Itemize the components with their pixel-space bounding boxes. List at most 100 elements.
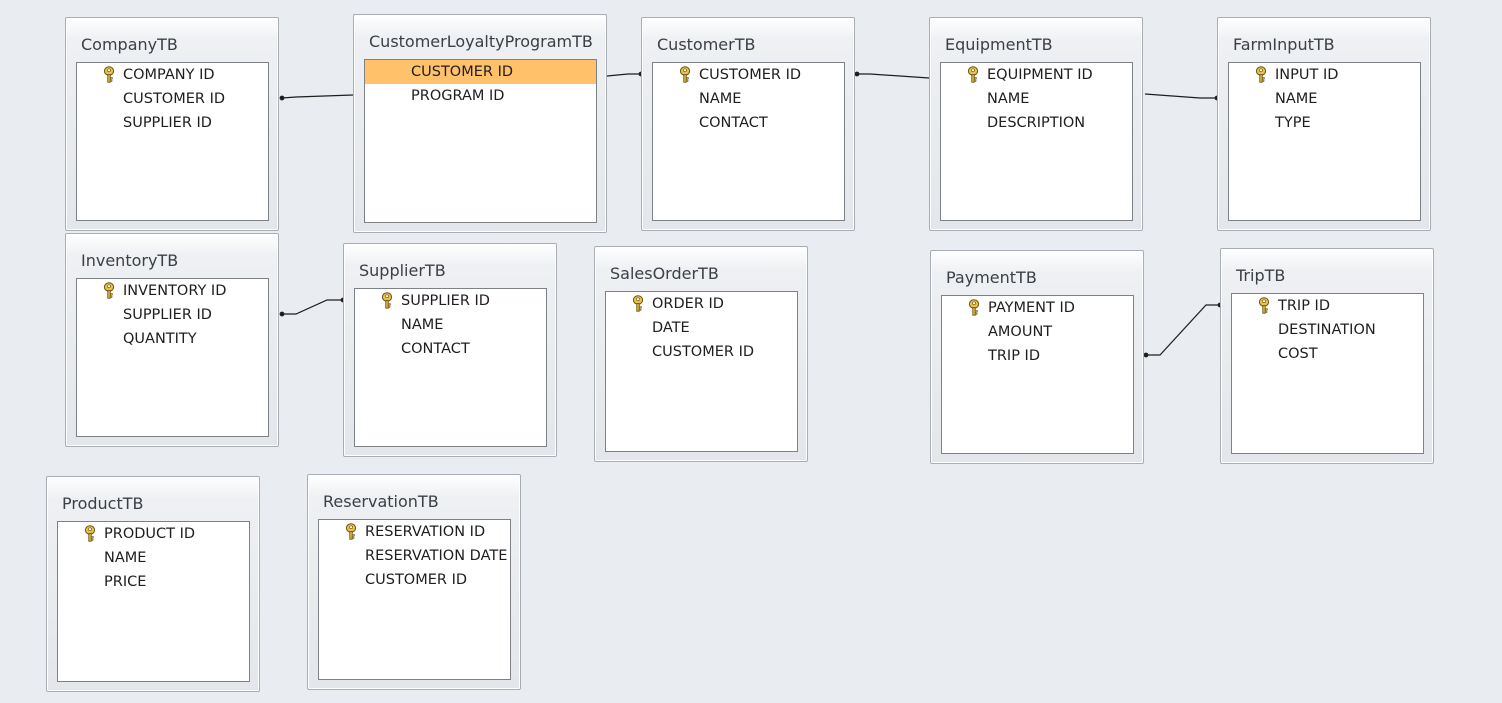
field-name: CUSTOMER ID xyxy=(699,67,802,83)
field-list[interactable]: EQUIPMENT ID NAME DESCRIPTION xyxy=(940,62,1133,221)
field-name: TRIP ID xyxy=(988,348,1041,364)
field-name: INPUT ID xyxy=(1275,67,1339,83)
field-row[interactable]: CUSTOMER ID xyxy=(653,63,844,87)
field-name: SUPPLIER ID xyxy=(401,293,490,309)
primary-key-icon xyxy=(968,299,980,316)
field-name: CUSTOMER ID xyxy=(123,91,226,107)
relation-line-loyalty-customer xyxy=(606,73,641,77)
field-list[interactable]: CUSTOMER ID NAME CONTACT xyxy=(652,62,845,221)
field-row[interactable]: NAME xyxy=(355,313,546,337)
field-list[interactable]: ORDER ID DATE CUSTOMER ID xyxy=(605,291,798,452)
field-row[interactable]: NAME xyxy=(1229,87,1420,111)
primary-key-icon xyxy=(1258,297,1270,314)
field-list[interactable]: TRIP ID DESTINATION COST xyxy=(1231,293,1424,454)
field-row[interactable]: PROGRAM ID xyxy=(365,84,596,108)
field-name: PRODUCT ID xyxy=(104,526,196,542)
table-title[interactable]: PaymentTB xyxy=(946,268,1037,287)
field-list[interactable]: RESERVATION ID RESERVATION DATE CUSTOMER I… xyxy=(318,519,511,680)
table-title[interactable]: CompanyTB xyxy=(81,35,178,54)
field-name: NAME xyxy=(699,91,742,107)
field-name: RESERVATION ID xyxy=(365,524,486,540)
field-row[interactable]: PRODUCT ID xyxy=(58,522,249,546)
field-row[interactable]: DATE xyxy=(606,316,797,340)
primary-key-icon xyxy=(679,66,691,83)
table-title[interactable]: ProductTB xyxy=(62,494,144,513)
field-row[interactable]: DESCRIPTION xyxy=(941,111,1132,135)
field-row[interactable]: SUPPLIER ID xyxy=(355,289,546,313)
field-row[interactable]: NAME xyxy=(941,87,1132,111)
table-title[interactable]: SalesOrderTB xyxy=(610,264,719,283)
field-row[interactable]: CONTACT xyxy=(355,337,546,361)
field-row[interactable]: ORDER ID xyxy=(606,292,797,316)
field-row[interactable]: PRICE xyxy=(58,570,249,594)
table-customertb[interactable]: CustomerTB CUSTOMER ID NAME CONTACT xyxy=(641,17,855,231)
field-row[interactable]: INVENTORY ID xyxy=(77,279,268,303)
field-row[interactable]: CUSTOMER ID xyxy=(77,87,268,111)
field-row[interactable]: AMOUNT xyxy=(942,320,1133,344)
primary-key-icon xyxy=(103,282,115,299)
field-name: DATE xyxy=(652,320,690,336)
field-row[interactable]: TRIP ID xyxy=(1232,294,1423,318)
table-title[interactable]: ReservationTB xyxy=(323,492,439,511)
field-name: ORDER ID xyxy=(652,296,724,312)
field-name: TRIP ID xyxy=(1278,298,1331,314)
table-title[interactable]: TripTB xyxy=(1236,266,1286,285)
field-row[interactable]: NAME xyxy=(58,546,249,570)
field-name: EQUIPMENT ID xyxy=(987,67,1093,83)
primary-key-icon xyxy=(84,525,96,542)
field-row[interactable]: DESTINATION xyxy=(1232,318,1423,342)
table-title[interactable]: CustomerLoyaltyProgramTB xyxy=(369,32,593,51)
field-name: DESCRIPTION xyxy=(987,115,1086,131)
field-row[interactable]: EQUIPMENT ID xyxy=(941,63,1132,87)
field-row[interactable]: TRIP ID xyxy=(942,344,1133,368)
table-triptb[interactable]: TripTB TRIP ID DESTINATION COST xyxy=(1220,248,1434,464)
field-name: RESERVATION DATE xyxy=(365,548,508,564)
field-row[interactable]: SUPPLIER ID xyxy=(77,111,268,135)
table-customerloyaltyprogramtb[interactable]: CustomerLoyaltyProgramTB CUSTOMER ID PROG… xyxy=(353,14,607,233)
table-title[interactable]: InventoryTB xyxy=(81,251,179,270)
field-name: COST xyxy=(1278,346,1318,362)
field-name: NAME xyxy=(987,91,1030,107)
field-row[interactable]: NAME xyxy=(653,87,844,111)
field-name: CONTACT xyxy=(699,115,768,131)
relation-line-equipment-farminput xyxy=(1144,93,1217,99)
primary-key-icon xyxy=(967,66,979,83)
field-row[interactable]: TYPE xyxy=(1229,111,1420,135)
field-row[interactable]: RESERVATION DATE xyxy=(319,544,510,568)
field-row[interactable]: PAYMENT ID xyxy=(942,296,1133,320)
field-name: COMPANY ID xyxy=(123,67,215,83)
field-list[interactable]: CUSTOMER ID PROGRAM ID xyxy=(364,59,597,223)
table-title[interactable]: CustomerTB xyxy=(657,35,756,54)
field-row[interactable]: SUPPLIER ID xyxy=(77,303,268,327)
table-title[interactable]: EquipmentTB xyxy=(945,35,1053,54)
field-row[interactable]: CUSTOMER ID xyxy=(319,568,510,592)
field-row[interactable]: QUANTITY xyxy=(77,327,268,351)
field-list[interactable]: COMPANY ID CUSTOMER ID SUPPLIER ID xyxy=(76,62,269,221)
field-row[interactable]: CONTACT xyxy=(653,111,844,135)
field-row[interactable]: COST xyxy=(1232,342,1423,366)
table-equipmenttb[interactable]: EquipmentTB EQUIPMENT ID NAME DESCRIPTION xyxy=(929,17,1143,231)
relation-line-inventory-supplier xyxy=(282,299,343,315)
field-row[interactable]: COMPANY ID xyxy=(77,63,268,87)
field-row[interactable]: CUSTOMER ID xyxy=(365,60,596,84)
table-salesordertb[interactable]: SalesOrderTB ORDER ID DATE CUSTOMER ID xyxy=(594,246,808,462)
field-row[interactable]: INPUT ID xyxy=(1229,63,1420,87)
table-companytb[interactable]: CompanyTB COMPANY ID CUSTOMER ID SUPPLIER … xyxy=(65,17,279,231)
relation-line-company-loyalty xyxy=(281,94,354,99)
field-row[interactable]: RESERVATION ID xyxy=(319,520,510,544)
field-row[interactable]: CUSTOMER ID xyxy=(606,340,797,364)
table-title[interactable]: SupplierTB xyxy=(359,261,446,280)
field-name: PROGRAM ID xyxy=(411,88,505,104)
table-title[interactable]: FarmInputTB xyxy=(1233,35,1335,54)
